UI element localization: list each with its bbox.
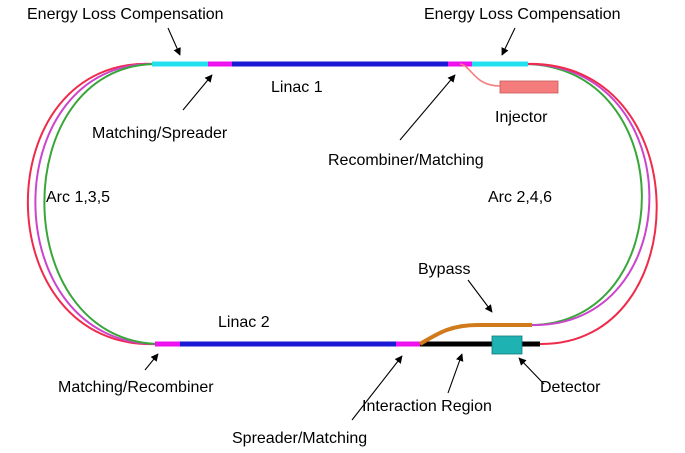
arc-left-green [43,63,159,345]
linac1-label: Linac 1 [271,79,323,96]
arc-right-label: Arc 2,4,6 [488,189,552,206]
matching-spreader-arrow [182,74,213,111]
detector-arrow [518,357,545,385]
elc-left-arrow [167,27,181,56]
injector-line [459,63,501,87]
matching-spreader-label: Matching/Spreader [92,125,228,142]
elc-right-arrow [501,27,516,56]
bypass-label: Bypass [418,261,470,278]
detector-label: Detector [540,379,601,396]
bypass-line [418,323,532,346]
arc-left-red [26,62,159,346]
recombiner-matching-arrow [399,74,456,141]
bypass-arrow [467,279,493,313]
interaction-region-label: Interaction Region [362,398,492,415]
arc-right-red [524,62,658,346]
injector-label: Injector [495,109,548,126]
arc-left-label: Arc 1,3,5 [46,189,110,206]
linac2-label: Linac 2 [218,314,270,331]
arc-right-green [524,63,643,326]
elc-right-label: Energy Loss Compensation [424,6,621,23]
matching-recombiner-label: Matching/Recombiner [58,379,214,396]
spreader-matching-label: Spreader/Matching [232,430,367,447]
arc-left-magenta [34,62,159,346]
interaction-region-arrow [447,353,464,394]
spreader-matching-arrow [351,355,403,421]
arc-right-magenta [524,62,651,327]
injector-box [499,80,559,94]
detector-box [491,335,523,355]
elc-left-label: Energy Loss Compensation [27,6,224,23]
recombiner-matching-label: Recombiner/Matching [328,152,484,169]
matching-recombiner-arrow [144,353,159,371]
